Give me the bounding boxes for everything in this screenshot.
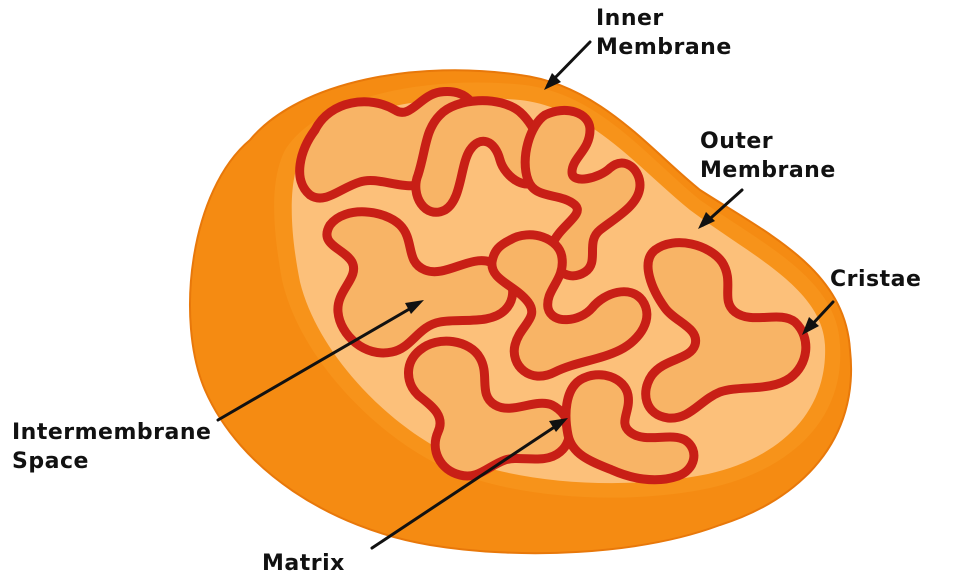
label-intermembrane-space-line-2: Space — [12, 447, 211, 476]
label-outer-membrane-line-1: Outer — [700, 127, 836, 156]
label-inner-membrane: Inner Membrane — [596, 4, 732, 62]
label-matrix: Matrix — [262, 549, 345, 578]
label-intermembrane-space: Intermembrane Space — [12, 418, 211, 476]
label-inner-membrane-line-2: Membrane — [596, 33, 732, 62]
label-intermembrane-space-line-1: Intermembrane — [12, 418, 211, 447]
label-outer-membrane-line-2: Membrane — [700, 156, 836, 185]
label-inner-membrane-line-1: Inner — [596, 4, 732, 33]
label-cristae-line-1: Cristae — [830, 265, 921, 294]
label-outer-membrane: Outer Membrane — [700, 127, 836, 185]
label-cristae: Cristae — [830, 265, 921, 294]
label-matrix-line-1: Matrix — [262, 549, 345, 578]
